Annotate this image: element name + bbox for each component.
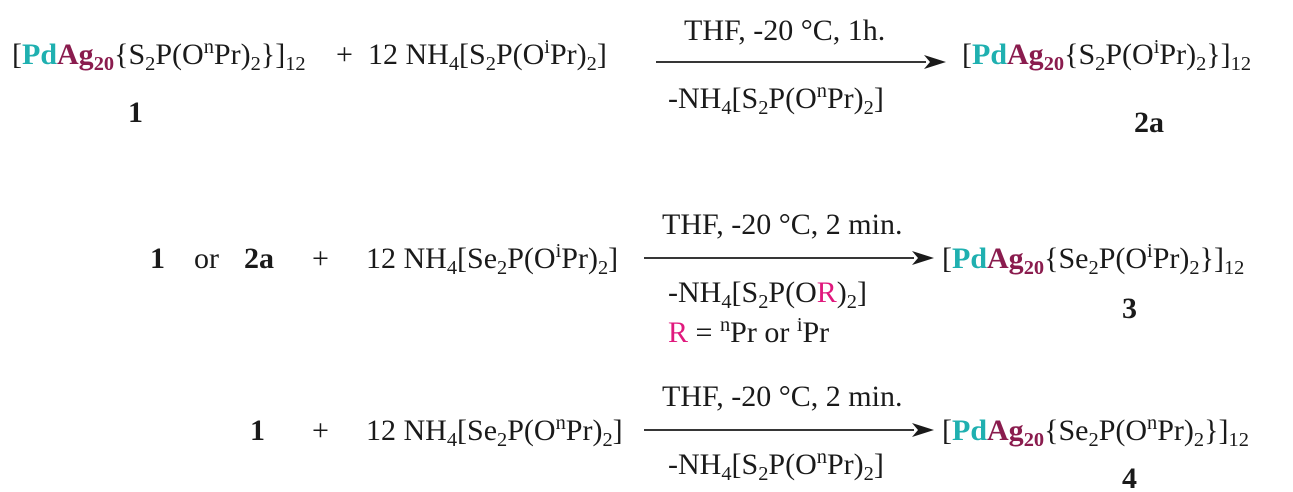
condition-thf-1h: THF, -20 °C, 1h. xyxy=(684,14,886,47)
compound-label-1: 1 xyxy=(128,96,143,129)
r-group-symbol: R xyxy=(816,276,837,309)
reaction-arrow-1 xyxy=(656,55,946,69)
plus-sign: + xyxy=(336,38,353,71)
compound-label-3: 3 xyxy=(1122,292,1137,325)
product-compound-2a-formula: [PdAg20{S2P(OiPr)2}]12 xyxy=(962,35,1252,76)
condition-thf-2min: THF, -20 °C, 2 min. xyxy=(662,380,903,413)
compound-label-2a: 2a xyxy=(1134,106,1164,139)
reaction-arrow-2 xyxy=(644,251,934,265)
byproduct-nh4-npr: -NH4[S2P(OnPr)2] xyxy=(668,79,884,120)
pd-atom: Pd xyxy=(22,38,58,71)
reactant-label-1: 1 xyxy=(250,414,265,447)
plus-sign: + xyxy=(312,242,329,275)
reactant-label-1: 1 xyxy=(150,242,165,275)
reaction-arrow-3 xyxy=(644,423,934,437)
reagent-nh4-diselenophosphate-ipr: 12 NH4[Se2P(OiPr)2] xyxy=(366,239,619,280)
compound-label-4: 4 xyxy=(1122,462,1137,492)
byproduct-nh4-npr: -NH4[S2P(OnPr)2] xyxy=(668,445,884,486)
product-compound-3-formula: [PdAg20{Se2P(OiPr)2}]12 xyxy=(942,239,1245,280)
condition-thf-2min: THF, -20 °C, 2 min. xyxy=(662,208,903,241)
reagent-nh4-diselenophosphate-npr: 12 NH4[Se2P(OnPr)2] xyxy=(366,411,623,452)
product-compound-4-formula: [PdAg20{Se2P(OnPr)2}]12 xyxy=(942,411,1249,452)
reactant-compound-1-formula: [PdAg20{S2P(OnPr)2}]12 xyxy=(12,35,306,76)
reactant-label-2a: 2a xyxy=(244,242,274,275)
ag20-cluster: Ag20 xyxy=(57,38,115,76)
byproduct-nh4-or: -NH4[S2P(OR)2] xyxy=(668,276,867,314)
r-group-definition: R = nPr or iPr xyxy=(668,313,830,349)
plus-sign: + xyxy=(312,414,329,447)
reagent-nh4-dithiophosphate-ipr: 12 NH4[S2P(OiPr)2] xyxy=(368,35,607,76)
or-word: or xyxy=(194,242,219,275)
